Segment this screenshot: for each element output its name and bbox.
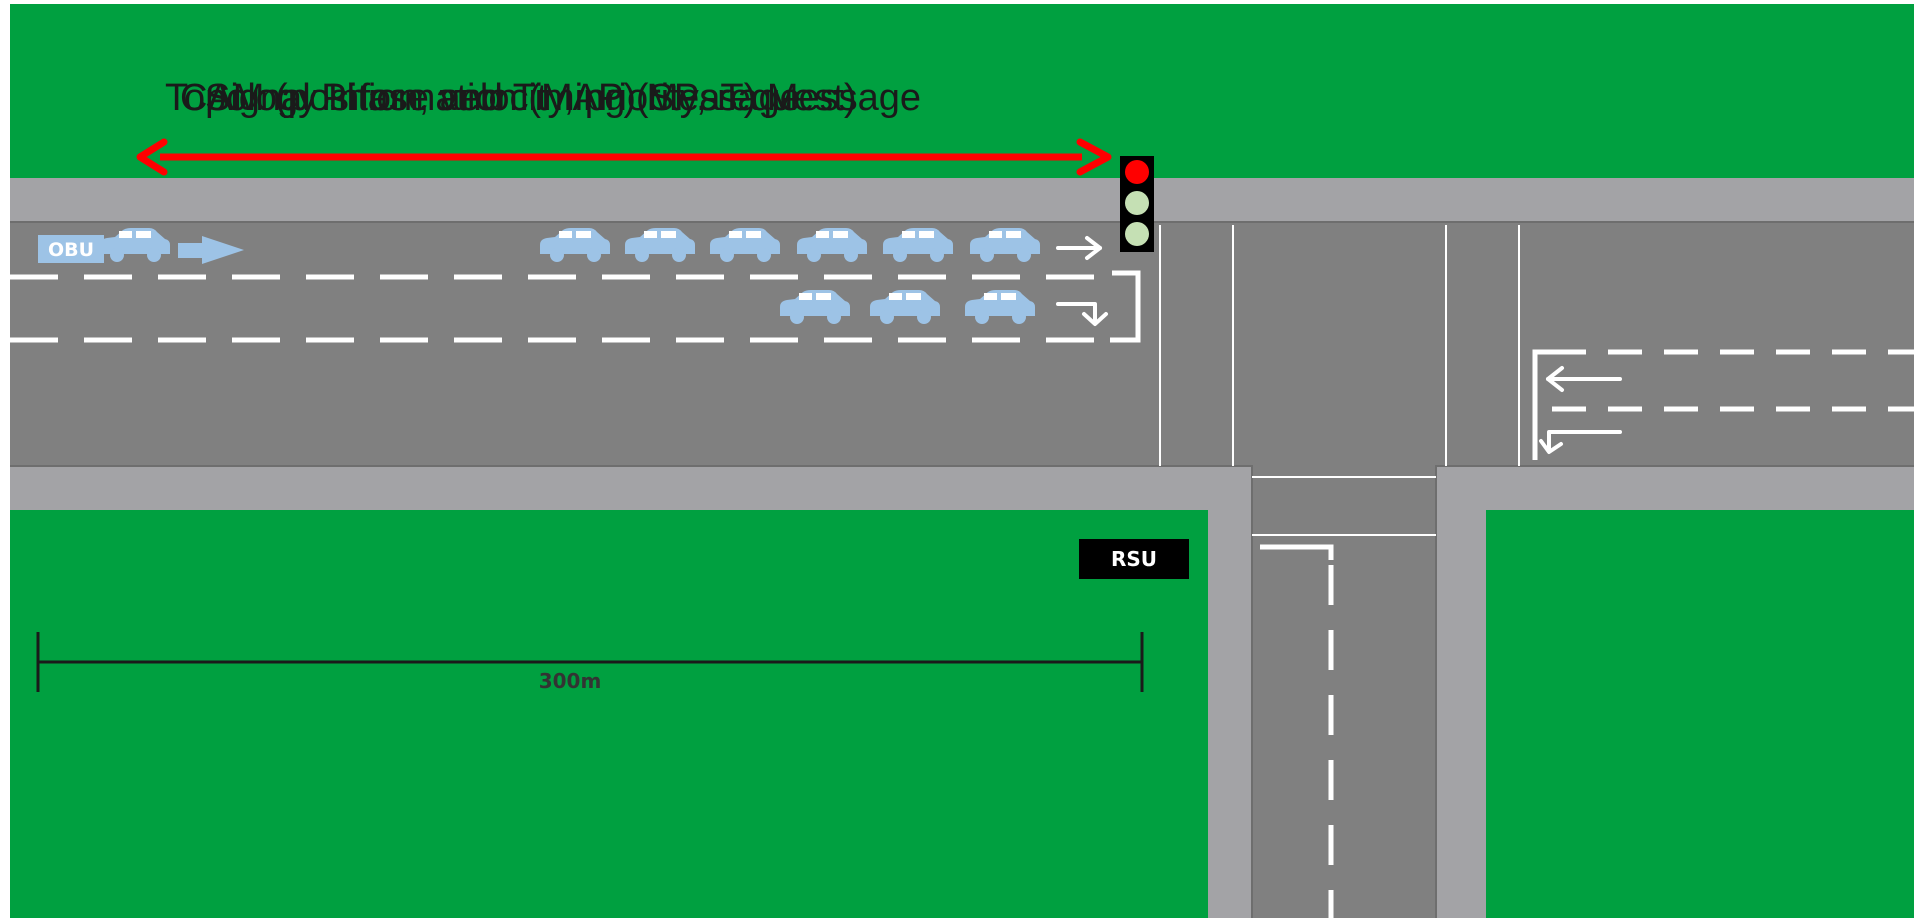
- obu-label: OBU: [48, 239, 94, 261]
- stop-line-left: [1110, 270, 1141, 343]
- left-turn-arrow-icon: [1539, 430, 1622, 454]
- message-spat: Signal Phase and Timing (SPaT) Message: [205, 77, 921, 119]
- stop-line-right: [1532, 349, 1552, 460]
- straight-arrow-icon: [1546, 366, 1622, 392]
- double-headed-arrow-icon: [136, 138, 1112, 176]
- right-turn-arrow-icon: [1056, 302, 1108, 326]
- signal-light-green: [1125, 222, 1149, 246]
- sidewalk-bottom: [10, 466, 1914, 510]
- road-south: [1252, 466, 1436, 918]
- message-map: Topology Information (MAP) Message: [165, 77, 801, 119]
- road-main: [10, 222, 1914, 466]
- distance-scale: [36, 632, 1144, 692]
- sidewalk-south-right: [1436, 466, 1486, 918]
- sidewalk-south-left: [1208, 466, 1252, 918]
- page-border-left: [0, 0, 10, 918]
- page-border-top: [0, 0, 1914, 4]
- rsu-tag: RSU: [1079, 539, 1189, 579]
- signal-light-yellow: [1125, 191, 1149, 215]
- traffic-light-icon: [1120, 156, 1154, 252]
- obu-tag: OBU: [38, 235, 104, 263]
- arrow-right-icon: [178, 236, 244, 264]
- stop-line-south: [1260, 544, 1334, 560]
- straight-arrow-icon: [1056, 236, 1102, 260]
- rsu-label: RSU: [1111, 547, 1157, 571]
- road-edge-bottom: [10, 465, 1914, 918]
- message-cam: CAM (position, velocity, priority, reque…: [180, 77, 856, 119]
- distance-label: 300m: [539, 669, 602, 693]
- sidewalk-top: [10, 178, 1914, 222]
- signal-light-red: [1125, 160, 1149, 184]
